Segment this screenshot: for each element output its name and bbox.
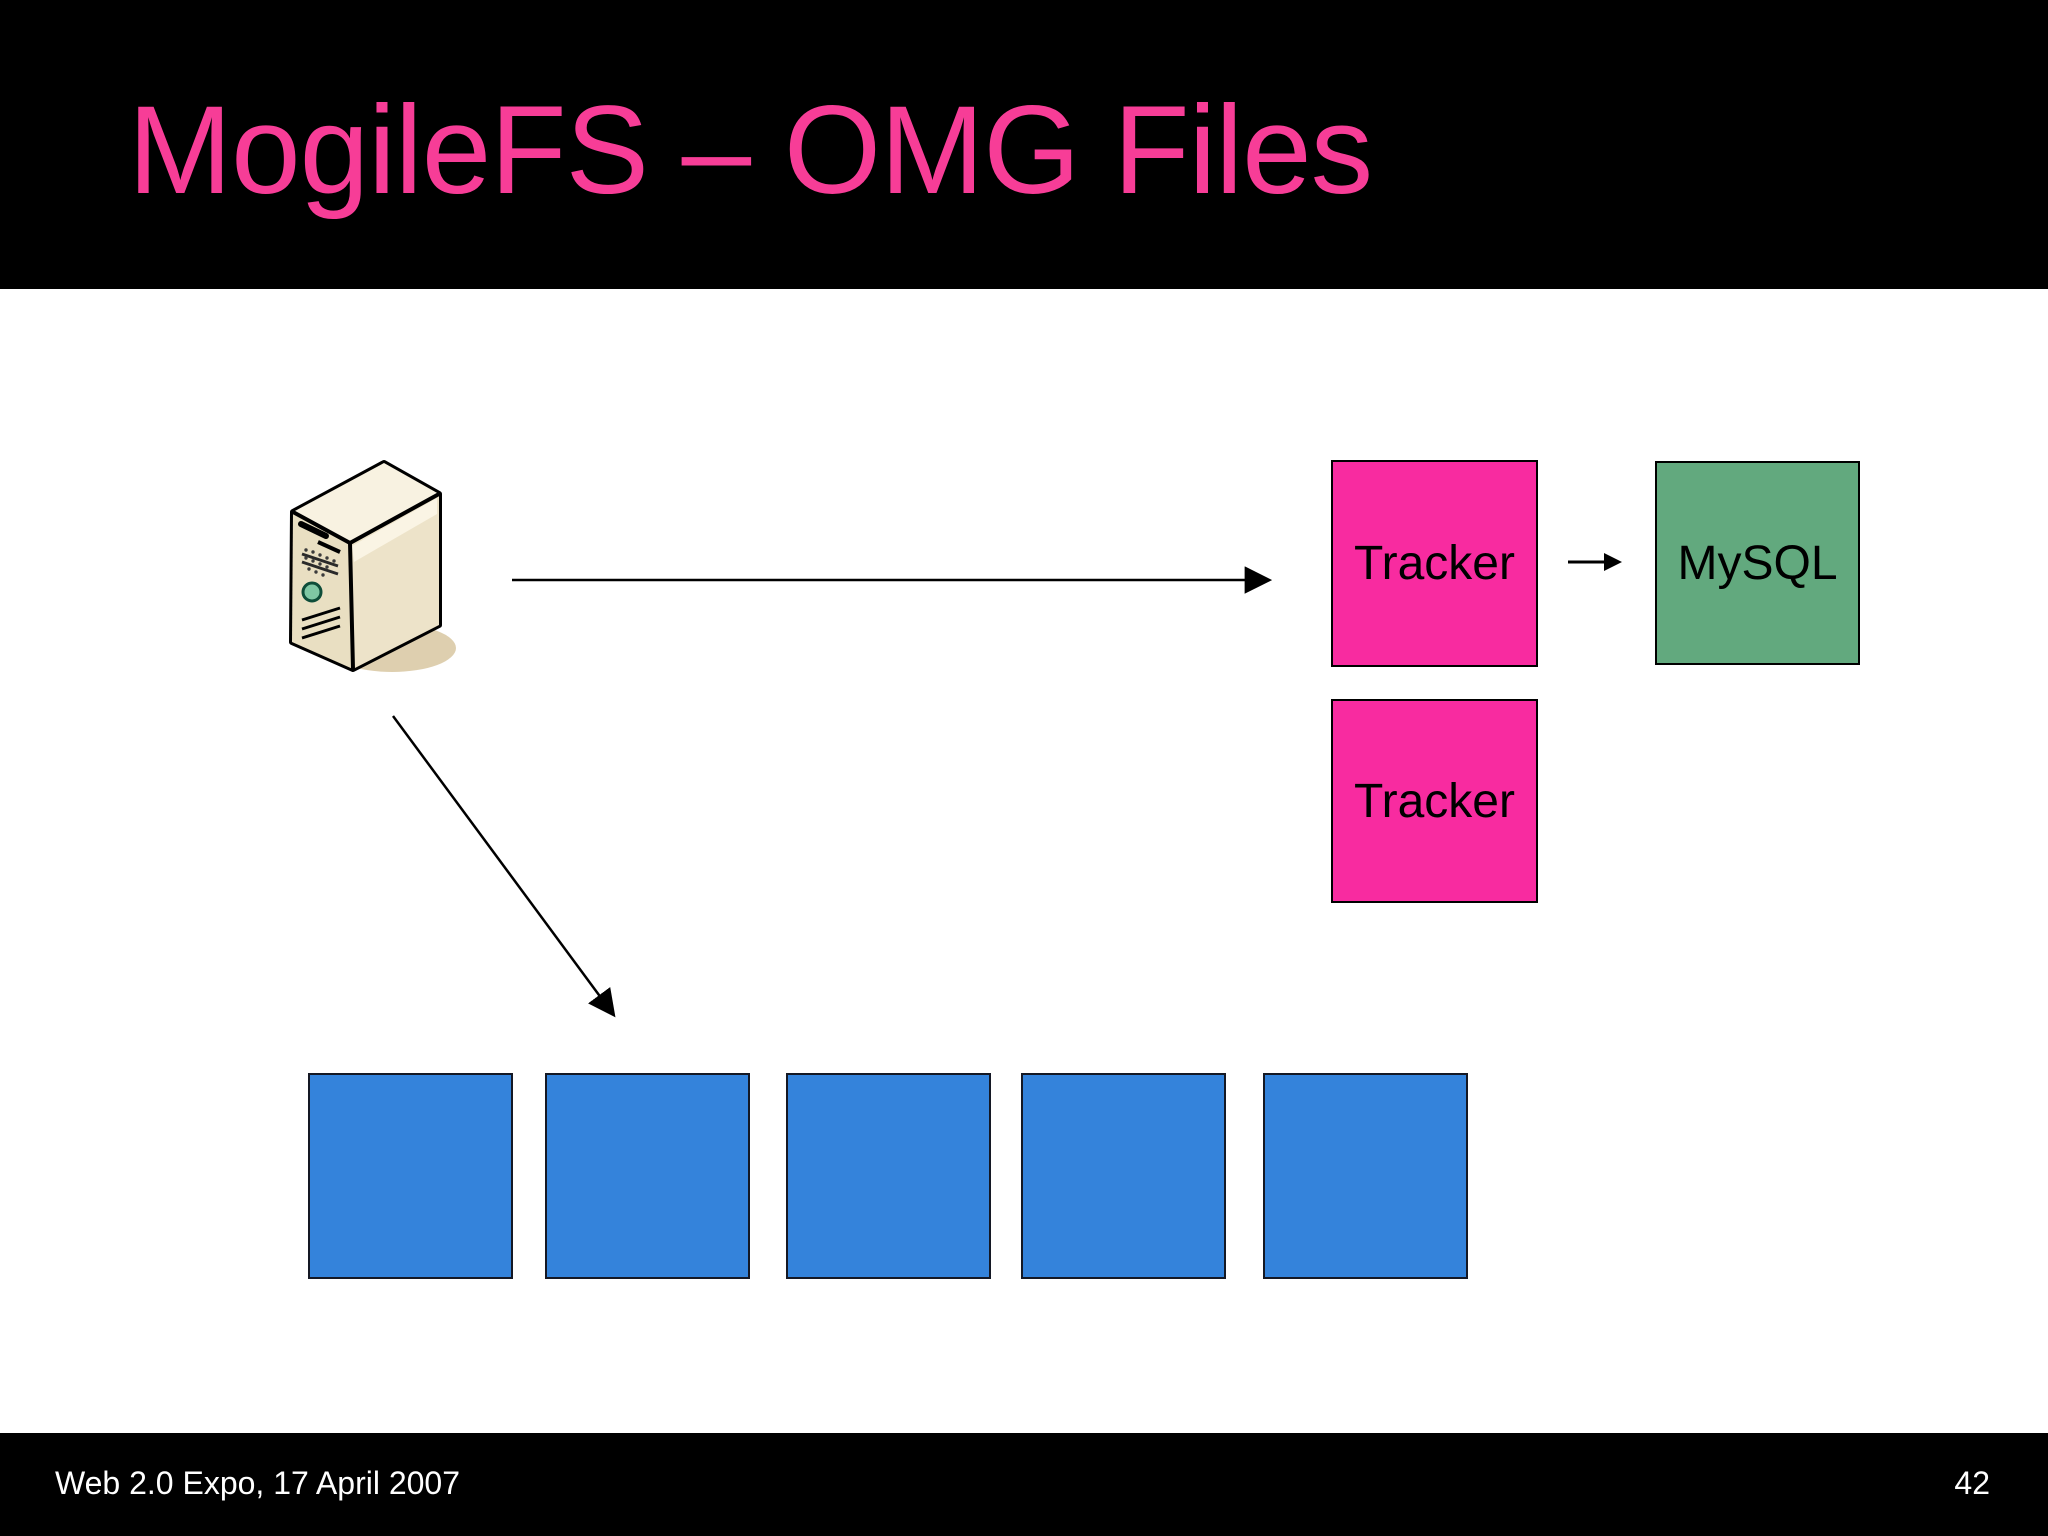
storage-node — [1021, 1073, 1226, 1279]
storage-node — [786, 1073, 991, 1279]
arrow-tracker-to-mysql — [1568, 553, 1622, 571]
storage-node — [308, 1073, 513, 1279]
page-title: MogileFS – OMG Files — [128, 81, 1373, 220]
mysql-node: MySQL — [1655, 461, 1860, 665]
footer: Web 2.0 Expo, 17 April 2007 42 — [0, 1433, 2048, 1536]
footer-text: Web 2.0 Expo, 17 April 2007 — [55, 1465, 461, 1501]
arrow-client-to-storage — [391, 715, 616, 1018]
tracker-node-2: Tracker — [1331, 699, 1538, 903]
storage-node — [1263, 1073, 1468, 1279]
page-number: 42 — [1954, 1465, 1990, 1501]
server-icon — [289, 460, 456, 672]
mysql-node-label: MySQL — [1677, 536, 1838, 590]
header-bar: MogileFS – OMG Files — [0, 0, 2048, 289]
tracker-node-1-label: Tracker — [1354, 537, 1515, 590]
tracker-node-2-label: Tracker — [1354, 774, 1515, 828]
storage-node — [545, 1073, 750, 1279]
tracker-node-1: Tracker — [1331, 460, 1538, 667]
